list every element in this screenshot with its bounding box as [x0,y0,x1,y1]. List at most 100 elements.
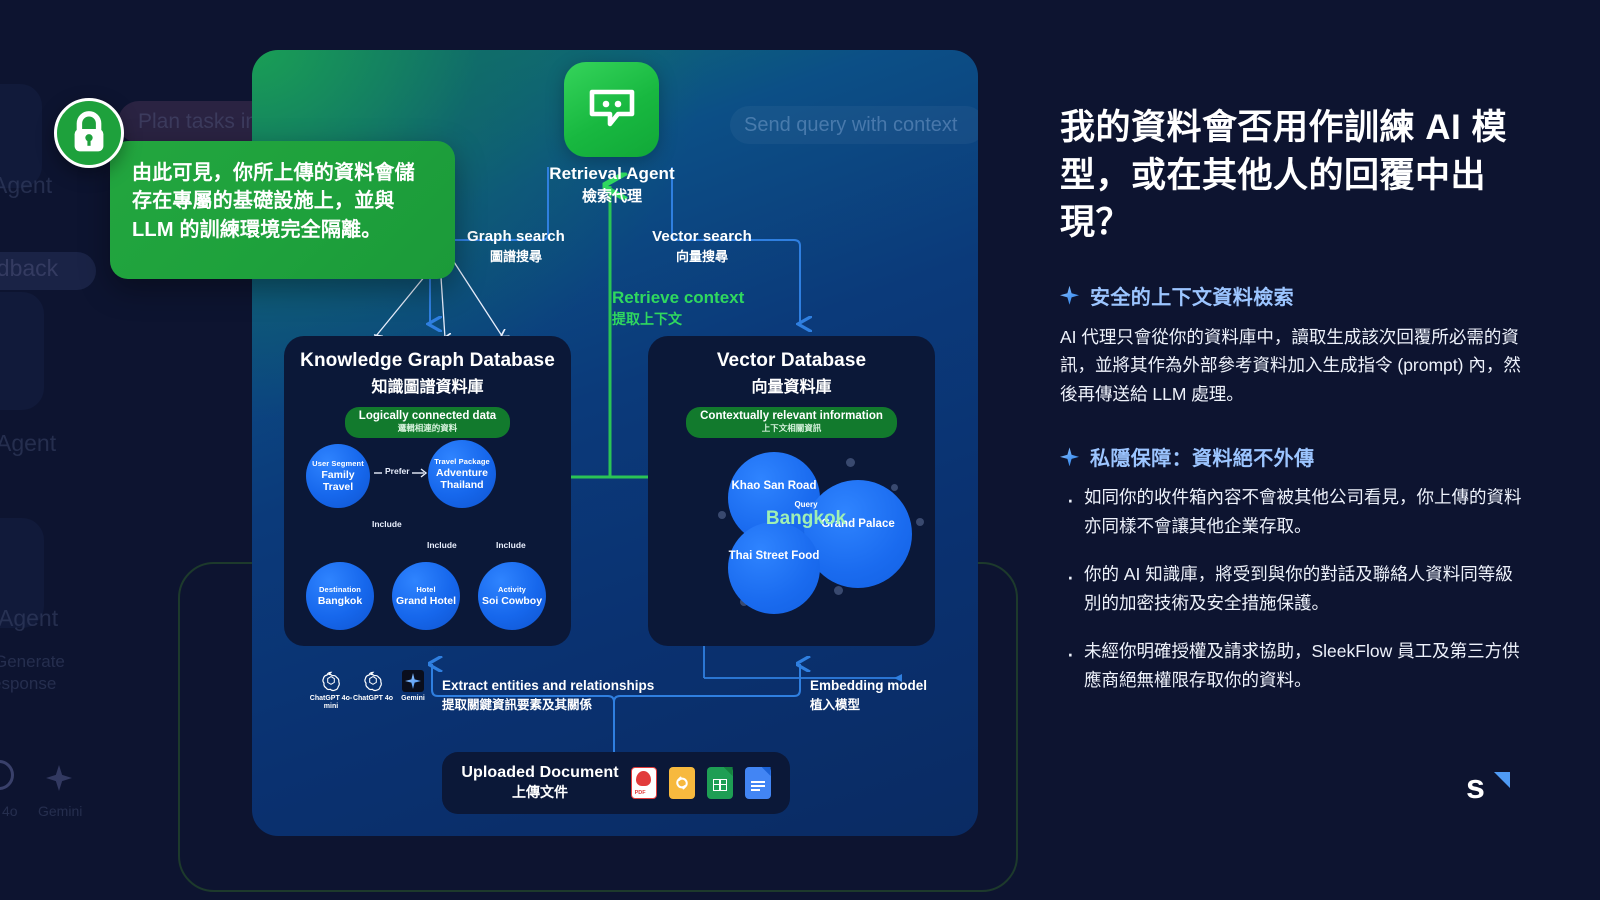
callout-text: 由此可見，你所上傳的資料會儲存在專屬的基礎設施上，並與 LLM 的訓練環境完全隔… [132,162,415,241]
vector-database-panel: Vector Database 向量資料庫 Contextually relev… [648,336,935,646]
kg-title: Knowledge Graph Database 知識圖譜資料庫 [284,336,571,397]
privacy-callout: 由此可見，你所上傳的資料會儲存在專屬的基礎設施上，並與 LLM 的訓練環境完全隔… [110,141,455,279]
knowledge-graph-database-panel: Knowledge Graph Database 知識圖譜資料庫 Logical… [284,336,571,646]
vec-dot-5 [834,586,843,595]
ghost-card-top [0,84,42,188]
section-privacy-guarantee: 私隱保障：資料絕不外傳 如同你的收件箱內容不會被其他公司看見，你上傳的資料亦同樣… [1060,442,1530,694]
ghost-card-low [0,518,44,628]
kg-badge-zh: 邏輯相連的資料 [397,423,458,433]
section-0-head: 安全的上下文資料檢索 [1060,281,1530,310]
section-1-heading: 私隱保障：資料絕不外傳 [1090,448,1315,471]
branch-label-vector-search: Vector search 向量搜尋 [612,228,792,265]
model-gemini[interactable]: Gemini [390,670,436,703]
kg-node-3-type: Hotel [416,584,436,594]
upload-en: Uploaded Document [461,764,619,781]
vec-badge: Contextually relevant information 上下文相關資… [686,407,897,438]
kg-title-en: Knowledge Graph Database [300,350,555,371]
ghost-text-feedback: edback [0,255,59,281]
model-chatgpt-4o[interactable]: ChatGPT 4o [350,670,396,703]
sheets-file-icon[interactable] [706,767,733,799]
vec-blob-2-label: Thai Street Food [728,550,820,562]
kg-node-activity[interactable]: Activity Soi Cowboy [478,562,546,630]
section-0-heading: 安全的上下文資料檢索 [1090,286,1294,309]
openai-icon [322,671,340,692]
kg-node-3-name: Grand Hotel [395,594,457,607]
kg-node-4-name: Soi Cowboy [481,594,543,607]
retrieval-agent-caption: Retrieval Agent 檢索代理 [514,164,710,206]
flow-left-zh: 提取關鍵資訊要素及其關係 [442,698,593,712]
vec-query-value: Bangkok [765,508,847,529]
chat-bubble-icon [589,89,635,127]
vec-dot-3 [916,518,924,526]
branch-label-graph-search: Graph search 圖譜搜尋 [426,228,606,265]
model-2-label: Gemini [401,695,425,702]
kg-node-0-name: Family Travel [321,468,355,493]
flow-right-zh: 植入模型 [810,698,861,712]
ghost-pill-feedback [0,252,96,290]
vec-query-tag: Query [794,500,818,509]
kg-title-zh: 知識圖譜資料庫 [371,379,484,396]
vec-blob-grand-palace[interactable]: Grand Palace [804,480,912,588]
vec-dot-1 [846,458,855,467]
kg-node-1-name: Adventure Thailand [436,466,488,491]
vec-title-en: Vector Database [716,350,867,371]
right-content-panel: 我的資料會否用作訓練 AI 模型，或在其他人的回覆中出現？ 安全的上下文資料檢索… [1060,104,1530,714]
retrieve-context-zh: 提取上下文 [612,311,682,327]
section-1-bullet-list: 如同你的收件箱內容不會被其他公司看見，你上傳的資料亦同樣不會讓其他企業存取。 你… [1060,478,1530,694]
kg-node-travel-package[interactable]: Travel Package Adventure Thailand [428,440,496,508]
vec-badge-zh: 上下文相關資訊 [761,423,822,433]
list-item: 你的 AI 知識庫，將受到與你的對話及聯絡人資料同等級別的加密技術及安全措施保護… [1060,555,1530,617]
vec-dot-2 [891,484,898,491]
vector-search-en: Vector search [652,228,752,245]
link-file-icon[interactable] [668,767,695,799]
model-chatgpt-4o-mini[interactable]: ChatGPT 4o-mini [308,670,354,711]
agent-name-en: Retrieval Agent [549,164,675,183]
vec-title: Vector Database 向量資料庫 [648,336,935,397]
ghost-openai-icon [0,760,14,790]
vec-title-zh: 向量資料庫 [751,379,832,396]
kg-node-hotel[interactable]: Hotel Grand Hotel [392,562,460,630]
upload-text: Uploaded Document 上傳文件 [461,764,618,802]
vec-blob-thai-street-food[interactable]: Thai Street Food [728,522,820,614]
kg-node-0-type: User Segment [312,458,364,468]
kg-edge-prefer-line [374,468,428,478]
model-0-label: ChatGPT 4o-mini [309,695,353,711]
kg-node-user-segment[interactable]: User Segment Family Travel [306,444,370,508]
pdf-file-icon[interactable]: PDF [630,767,657,799]
retrieval-agent-icon[interactable] [564,62,659,157]
sleekflow-logo: s [1466,770,1510,812]
kg-node-2-name: Bangkok [317,594,363,607]
graph-search-en: Graph search [467,228,565,245]
vec-blob-1-label: Grand Palace [821,518,895,530]
send-query-label: Send query with context [744,114,958,136]
flow-left-en: Extract entities and relationships [442,678,655,693]
ghost-text-4o: 4o [2,803,18,819]
kg-edge-label-include-3: Include [496,540,526,550]
section-0-body: AI 代理只會從你的資料庫中，讀取生成該次回覆所必需的資訊，並將其作為外部參考資… [1060,326,1521,404]
docs-file-icon[interactable] [744,767,771,799]
flow-note-extract: Extract entities and relationships 提取關鍵資… [442,678,654,713]
lock-badge [54,98,124,168]
kg-edge-label-include-1: Include [372,519,402,529]
vec-blob-0-label: Khao San Road [731,480,817,492]
vector-search-zh: 向量搜尋 [675,249,728,264]
graph-search-zh: 圖譜搜尋 [489,249,542,264]
kg-badge: Logically connected data 邏輯相連的資料 [344,407,511,438]
sparkle-icon [1060,447,1079,467]
flow-note-embedding: Embedding model 植入模型 [810,678,927,713]
kg-edge-label-include-2: Include [427,540,457,550]
ghost-text-agent-low: Agent [0,605,59,631]
ghost-card-mid [0,292,44,410]
openai-icon [364,671,382,692]
vec-dot-4 [718,511,726,519]
logo-triangle-icon [1494,772,1510,788]
kg-node-destination[interactable]: Destination Bangkok [306,562,374,630]
agent-name-zh: 檢索代理 [581,188,642,205]
gemini-sparkle-icon [402,670,424,692]
ghost-text-gemini: Gemini [38,803,83,819]
ghost-text-agent-mid: Agent [0,430,57,456]
uploaded-document-box[interactable]: Uploaded Document 上傳文件 PDF [442,752,790,814]
send-query-pill [730,106,978,144]
sparkle-icon [1060,285,1079,305]
